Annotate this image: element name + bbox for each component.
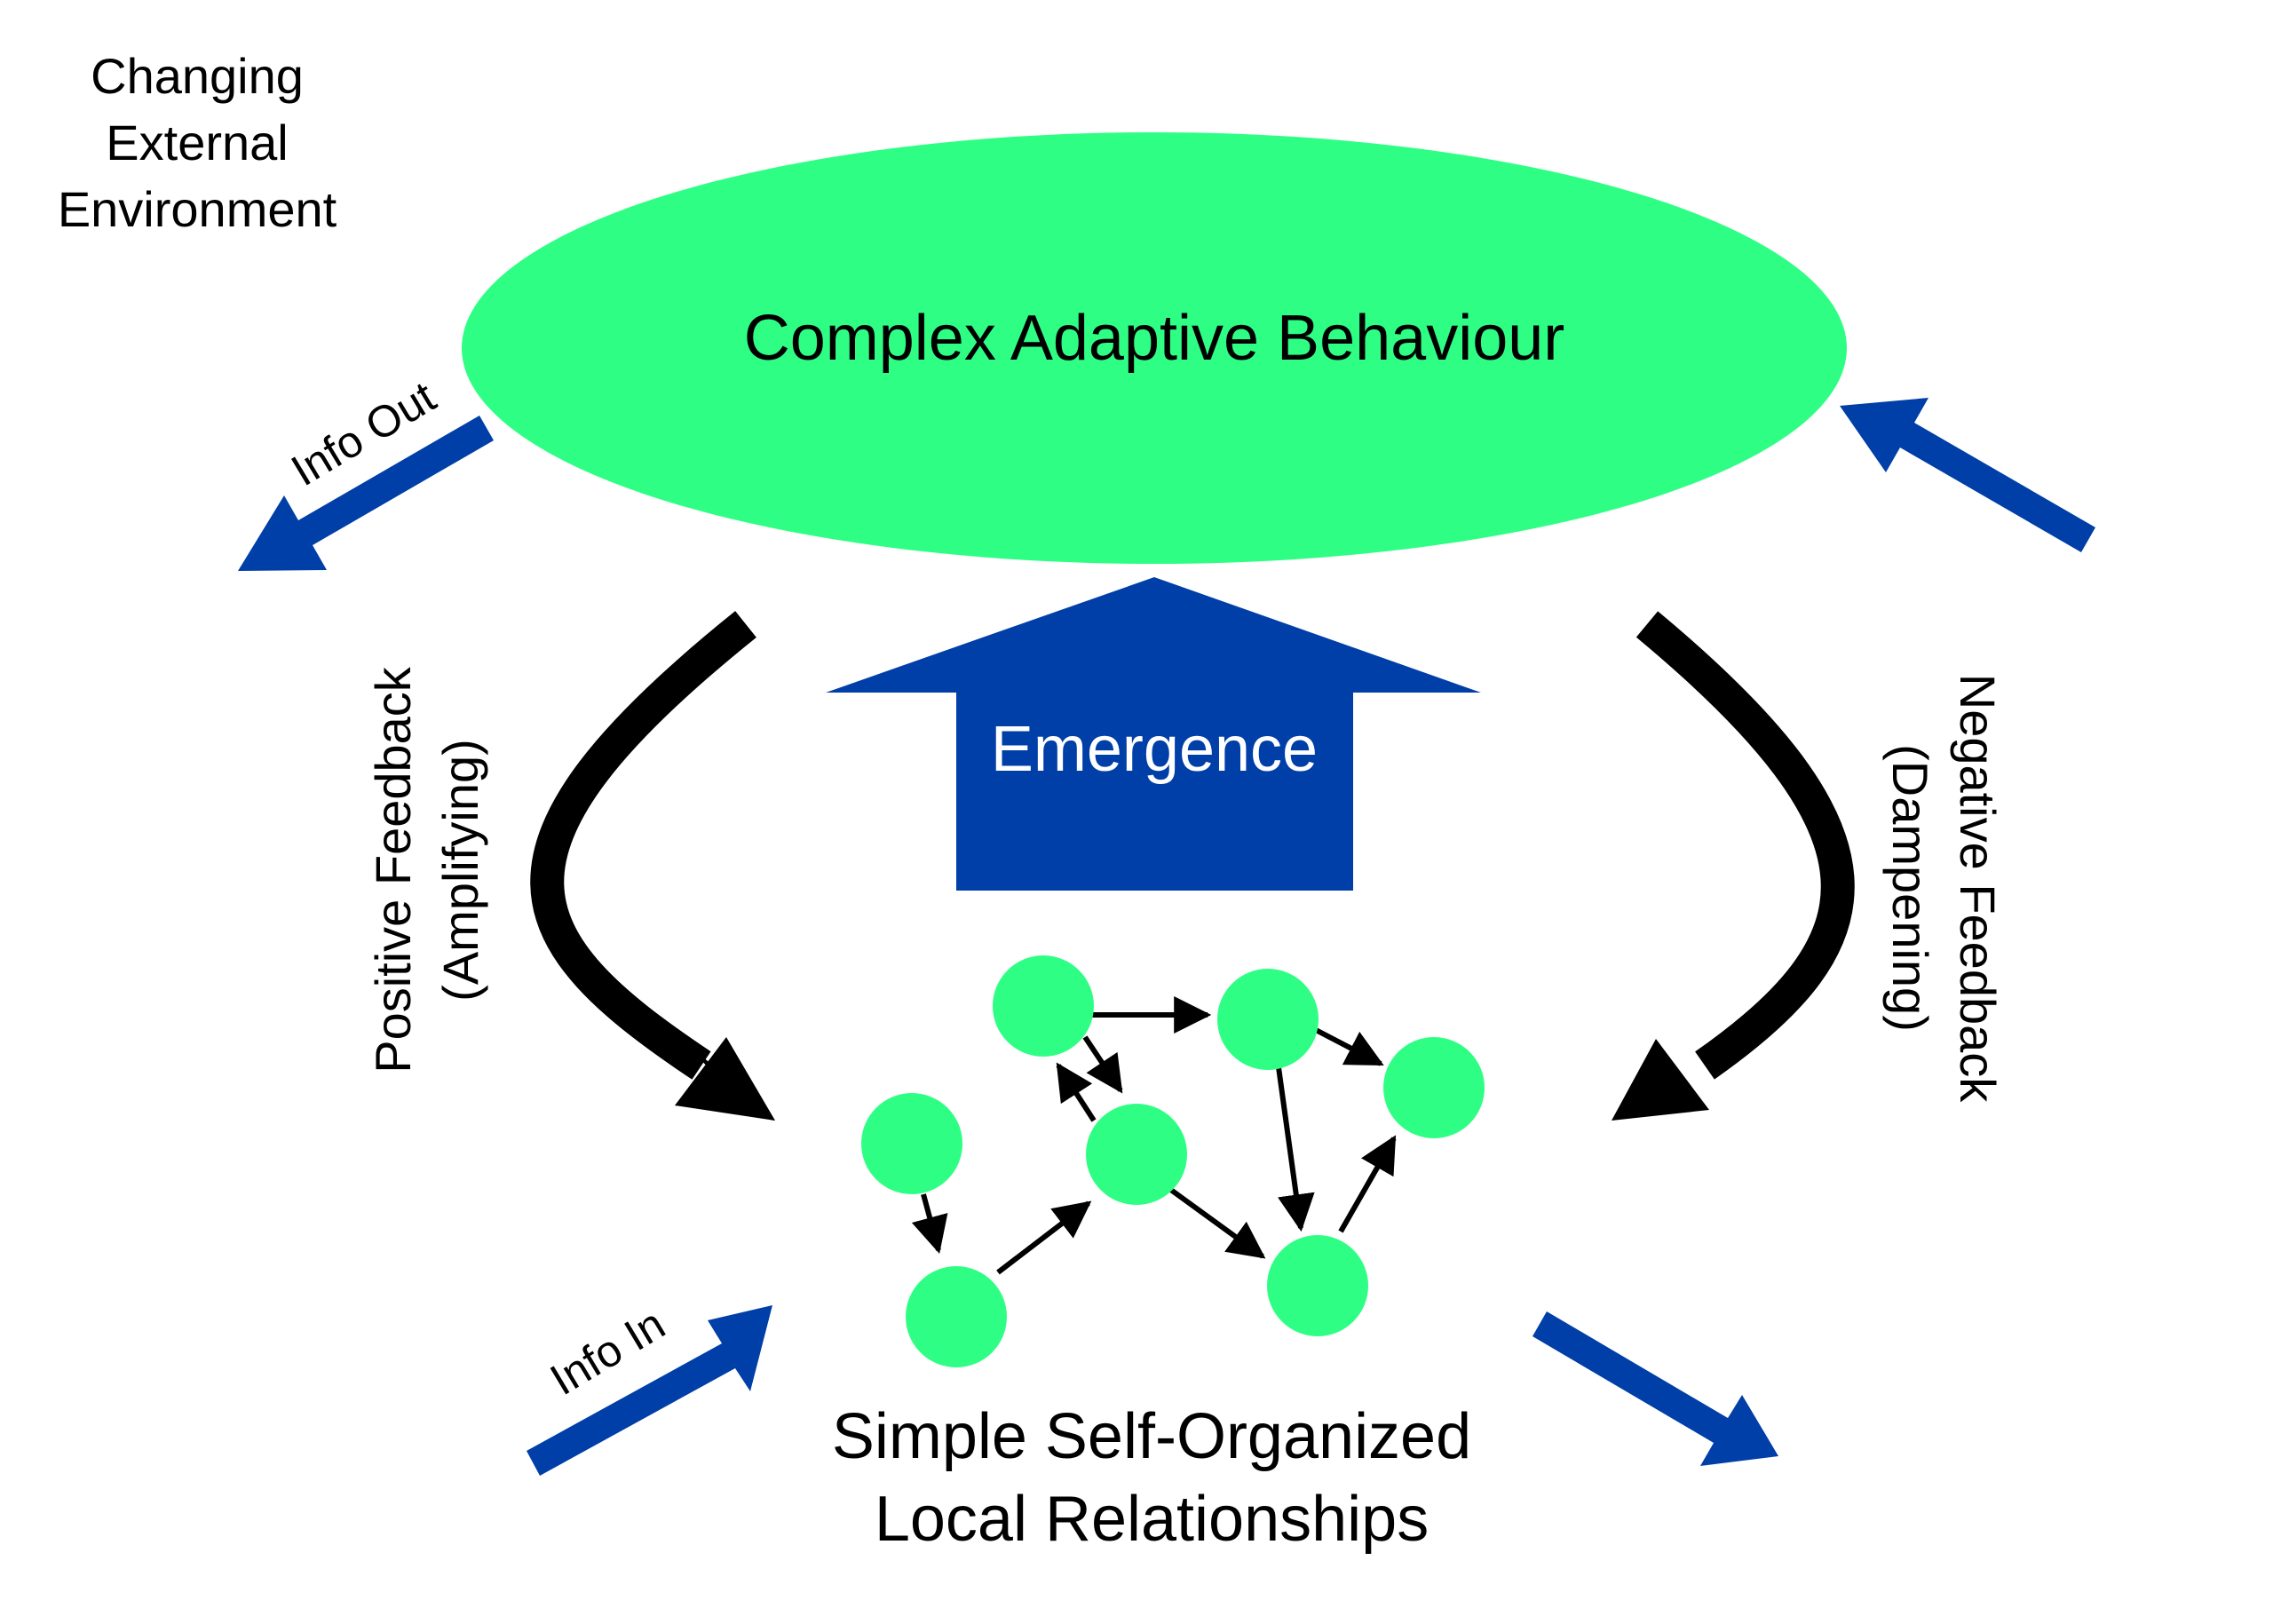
network-node-g bbox=[906, 1266, 1007, 1367]
positive-feedback-arrowhead-fill bbox=[675, 1037, 775, 1121]
environment-label-line2: External bbox=[106, 115, 288, 170]
negative-feedback-arrow-body bbox=[1635, 611, 1855, 1080]
local-relationships-line2: Local Relationships bbox=[875, 1484, 1429, 1555]
positive-feedback-arrow-body bbox=[530, 611, 756, 1080]
edge-e-a bbox=[1056, 1062, 1097, 1122]
info-in-arrow bbox=[527, 1305, 772, 1476]
network-node-b bbox=[1217, 969, 1319, 1070]
negative-feedback-label-line1: Negative Feedback bbox=[1950, 674, 2006, 1104]
edge-e-f bbox=[1167, 1185, 1266, 1259]
emergence-label: Emergence bbox=[991, 714, 1318, 785]
network-nodes bbox=[861, 955, 1485, 1367]
edge-g-e bbox=[996, 1200, 1092, 1275]
info-out-arrow bbox=[238, 416, 494, 571]
lower-right-arrow bbox=[1532, 1311, 1778, 1466]
edge-f-c bbox=[1338, 1135, 1397, 1233]
negative-feedback-arrowhead bbox=[1612, 1039, 1709, 1121]
positive-feedback-label-line2: (Amplifying) bbox=[432, 739, 488, 1002]
complex-behaviour-ellipse bbox=[462, 132, 1847, 564]
edge-b-f bbox=[1276, 1066, 1315, 1232]
environment-label-line1: Changing bbox=[91, 48, 304, 104]
edge-d-g bbox=[911, 1193, 948, 1255]
edge-b-c bbox=[1314, 1027, 1384, 1066]
negative-feedback-label-line2: (Dampening) bbox=[1882, 744, 1938, 1032]
network-node-a bbox=[993, 955, 1094, 1057]
local-relationships-line1: Simple Self-Organized bbox=[832, 1401, 1471, 1472]
network-node-d bbox=[861, 1093, 962, 1194]
emergence-arrow bbox=[826, 577, 1481, 891]
positive-feedback-label-line1: Positive Feedback bbox=[365, 666, 421, 1073]
network-node-e bbox=[1086, 1104, 1187, 1205]
network-node-c bbox=[1383, 1037, 1485, 1138]
environment-label-line3: Environment bbox=[58, 181, 337, 237]
complex-behaviour-label: Complex Adaptive Behaviour bbox=[744, 303, 1565, 374]
network-node-f bbox=[1267, 1235, 1368, 1336]
upper-right-arrow bbox=[1840, 398, 2095, 552]
edge-a-e bbox=[1082, 1035, 1123, 1094]
network-edges bbox=[911, 996, 1397, 1275]
